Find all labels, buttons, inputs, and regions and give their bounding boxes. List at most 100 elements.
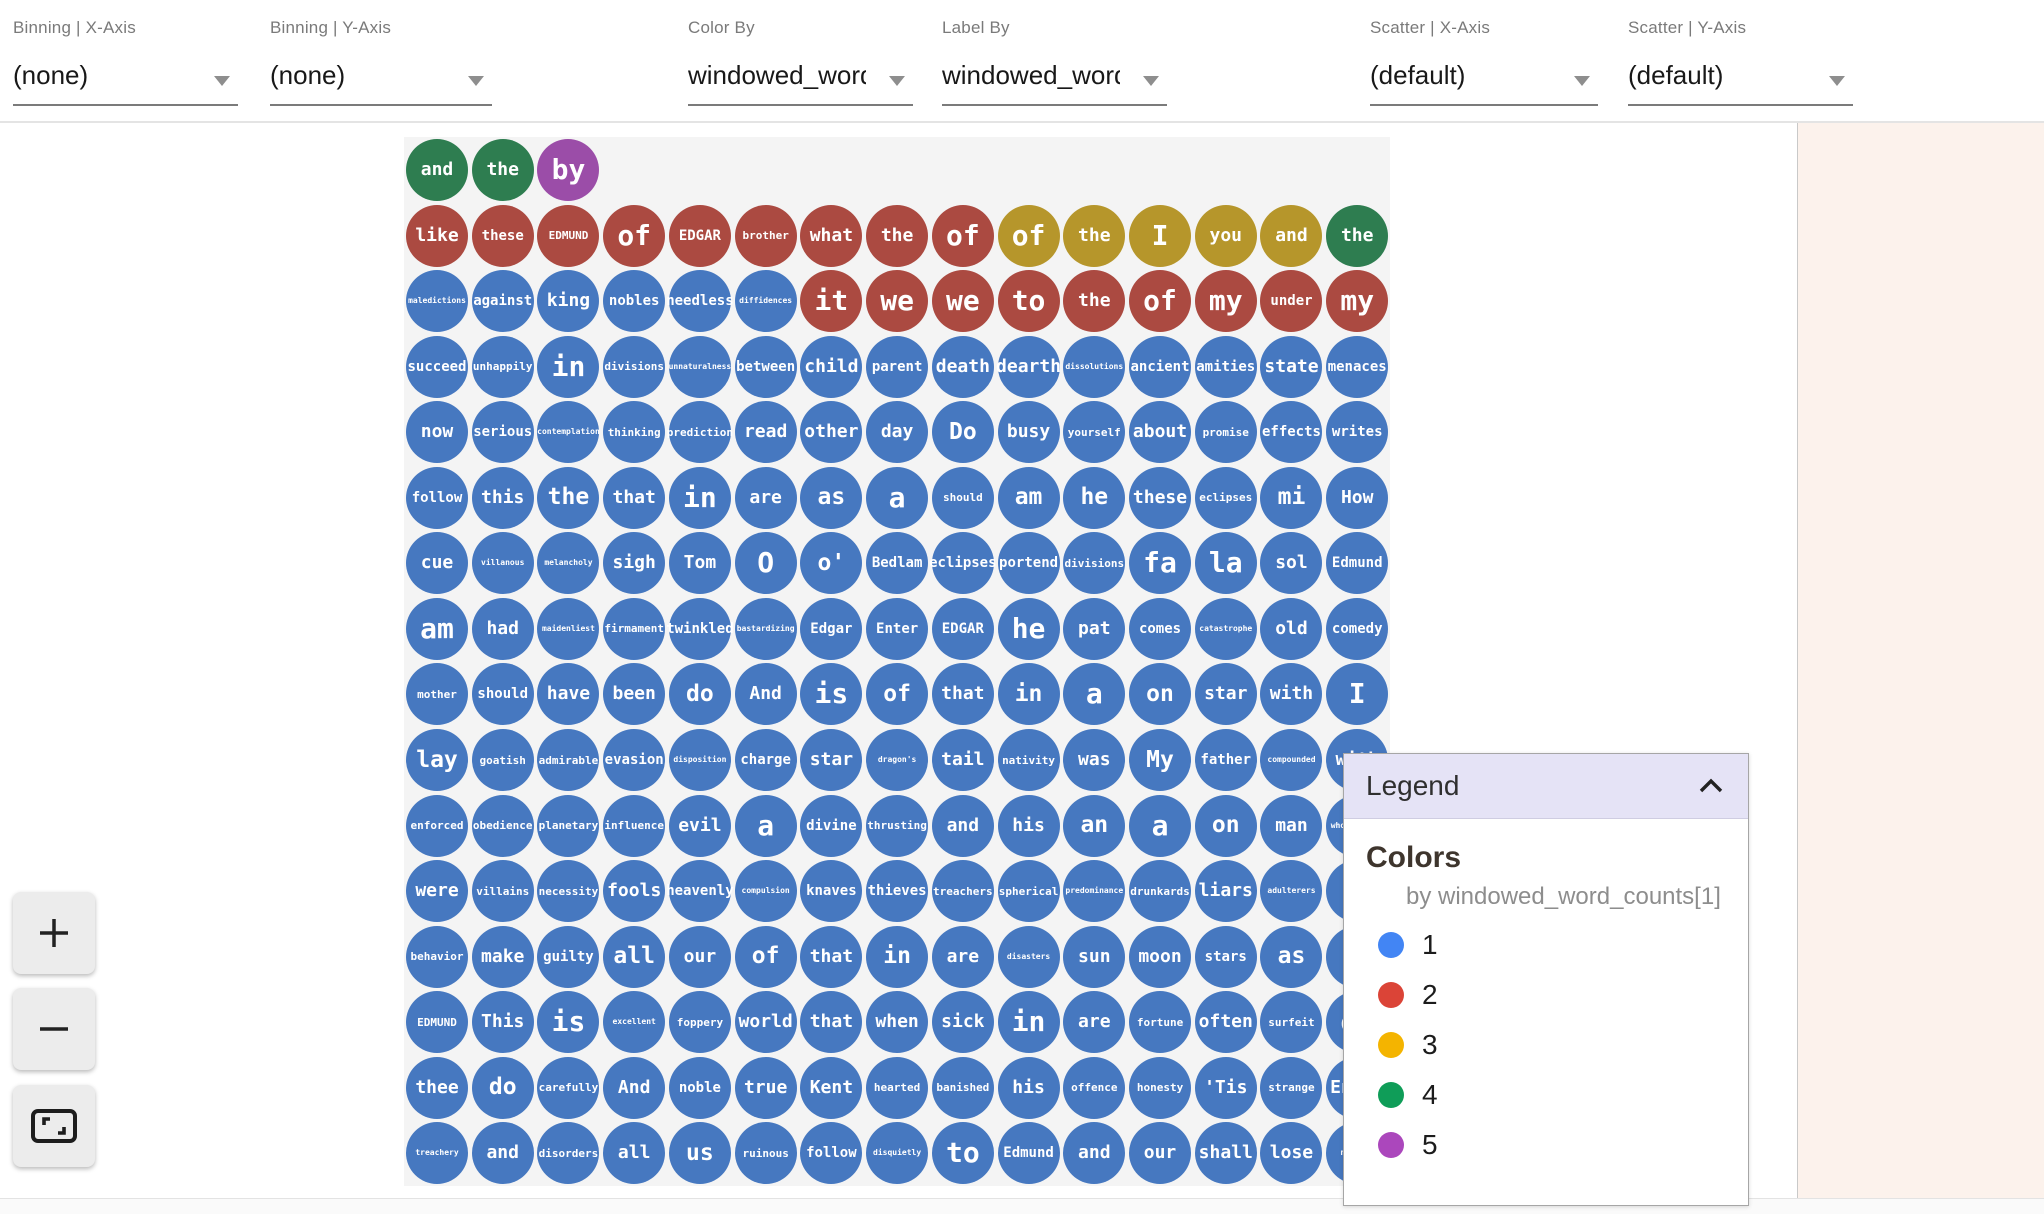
word-bubble[interactable]: thrusting bbox=[866, 794, 929, 857]
word-bubble[interactable]: obedience bbox=[471, 794, 534, 857]
word-bubble[interactable]: that bbox=[800, 925, 863, 988]
word-bubble[interactable]: we bbox=[931, 270, 994, 333]
word-bubble[interactable]: of bbox=[603, 204, 666, 267]
word-bubble[interactable]: bastardizing bbox=[734, 597, 797, 660]
word-bubble[interactable]: his bbox=[997, 1056, 1060, 1119]
word-bubble[interactable]: banished bbox=[931, 1056, 994, 1119]
word-bubble[interactable]: as bbox=[1260, 925, 1323, 988]
word-bubble[interactable]: have bbox=[537, 663, 600, 726]
word-bubble[interactable]: world bbox=[734, 991, 797, 1054]
word-bubble[interactable]: the bbox=[866, 204, 929, 267]
word-bubble[interactable]: of bbox=[1129, 270, 1192, 333]
word-bubble[interactable]: father bbox=[1194, 729, 1257, 792]
word-bubble[interactable]: that bbox=[603, 466, 666, 529]
word-bubble[interactable]: compulsion bbox=[734, 860, 797, 923]
word-bubble[interactable]: sun bbox=[1063, 925, 1126, 988]
word-bubble[interactable]: divisions bbox=[1063, 532, 1126, 595]
word-bubble[interactable]: often bbox=[1194, 991, 1257, 1054]
word-bubble[interactable]: prediction bbox=[667, 401, 733, 464]
word-bubble[interactable]: admirable bbox=[537, 729, 600, 792]
zoom-out-button[interactable] bbox=[13, 988, 95, 1070]
word-bubble[interactable]: 'Tis bbox=[1194, 1056, 1257, 1119]
word-bubble[interactable]: disorders bbox=[537, 1122, 600, 1185]
word-bubble[interactable]: all bbox=[603, 925, 666, 988]
legend-item[interactable]: 2 bbox=[1378, 979, 1748, 1011]
word-bubble[interactable]: comes bbox=[1129, 597, 1192, 660]
word-bubble[interactable]: goatish bbox=[471, 729, 534, 792]
zoom-in-button[interactable] bbox=[13, 892, 95, 974]
dropdown-color-by[interactable]: Color By windowed_word_counts[1] bbox=[688, 18, 913, 110]
word-bubble[interactable]: dissolutions bbox=[1063, 335, 1126, 398]
word-bubble[interactable]: and bbox=[1260, 204, 1323, 267]
word-bubble[interactable]: old bbox=[1260, 597, 1323, 660]
word-bubble[interactable]: EDMUND bbox=[406, 991, 468, 1054]
word-bubble[interactable]: a bbox=[1063, 663, 1126, 726]
word-bubble[interactable]: he bbox=[997, 597, 1060, 660]
word-bubble[interactable]: by bbox=[537, 139, 600, 201]
word-bubble[interactable]: comedy bbox=[1326, 597, 1389, 660]
word-bubble[interactable]: compounded bbox=[1260, 729, 1323, 792]
word-bubble[interactable]: EDGAR bbox=[668, 204, 731, 267]
word-bubble[interactable]: that bbox=[800, 991, 863, 1054]
word-bubble[interactable]: promise bbox=[1194, 401, 1257, 464]
legend-item[interactable]: 3 bbox=[1378, 1029, 1748, 1061]
word-bubble[interactable]: it bbox=[800, 270, 863, 333]
word-bubble[interactable]: follow bbox=[800, 1122, 863, 1185]
word-bubble[interactable]: of bbox=[734, 925, 797, 988]
word-bubble[interactable]: to bbox=[997, 270, 1060, 333]
word-bubble[interactable]: thee bbox=[406, 1056, 468, 1119]
word-bubble[interactable]: treachery bbox=[406, 1122, 468, 1185]
word-bubble[interactable]: parent bbox=[866, 335, 929, 398]
word-bubble[interactable]: twinkled bbox=[666, 597, 734, 660]
word-bubble[interactable]: amities bbox=[1194, 335, 1257, 398]
word-bubble[interactable]: am bbox=[406, 597, 468, 660]
word-bubble[interactable]: the bbox=[471, 139, 534, 201]
word-bubble[interactable]: contemplation bbox=[537, 401, 600, 464]
word-bubble[interactable]: mother bbox=[406, 663, 468, 726]
word-bubble[interactable]: evil bbox=[668, 794, 731, 857]
word-bubble[interactable]: we bbox=[866, 270, 929, 333]
word-bubble[interactable]: with bbox=[1260, 663, 1323, 726]
word-bubble[interactable]: star bbox=[1194, 663, 1257, 726]
word-bubble[interactable]: Edmund bbox=[1326, 532, 1389, 595]
word-bubble[interactable]: death bbox=[931, 335, 994, 398]
word-bubble[interactable]: our bbox=[668, 925, 731, 988]
word-bubble[interactable]: firmament bbox=[603, 597, 666, 660]
word-bubble[interactable]: of bbox=[866, 663, 929, 726]
word-bubble[interactable]: should bbox=[931, 466, 994, 529]
word-bubble[interactable]: I bbox=[1129, 204, 1192, 267]
word-bubble[interactable]: sigh bbox=[603, 532, 666, 595]
word-bubble[interactable]: enforced bbox=[406, 794, 468, 857]
word-bubble[interactable]: am bbox=[997, 466, 1060, 529]
word-bubble[interactable]: Do bbox=[931, 401, 994, 464]
word-bubble[interactable]: drunkards bbox=[1129, 860, 1192, 923]
word-bubble[interactable]: This bbox=[471, 991, 534, 1054]
word-bubble[interactable]: is bbox=[537, 991, 600, 1054]
word-bubble[interactable]: do bbox=[471, 1056, 534, 1119]
word-bubble[interactable]: when bbox=[866, 991, 929, 1054]
word-bubble[interactable]: my bbox=[1194, 270, 1257, 333]
dropdown-scatter-y-axis[interactable]: Scatter | Y-Axis (default) bbox=[1628, 18, 1853, 110]
word-bubble[interactable]: you bbox=[1194, 204, 1257, 267]
word-bubble[interactable]: fools bbox=[603, 860, 666, 923]
word-bubble[interactable]: predominance bbox=[1063, 860, 1126, 923]
word-bubble[interactable]: ruinous bbox=[734, 1122, 797, 1185]
word-bubble[interactable]: fortune bbox=[1129, 991, 1192, 1054]
word-bubble[interactable]: in bbox=[537, 335, 600, 398]
word-bubble[interactable]: lay bbox=[406, 729, 468, 792]
word-bubble[interactable]: busy bbox=[997, 401, 1060, 464]
word-bubble[interactable]: are bbox=[734, 466, 797, 529]
word-bubble[interactable]: brother bbox=[734, 204, 797, 267]
chevron-up-icon[interactable] bbox=[1696, 776, 1726, 796]
word-bubble[interactable]: of bbox=[931, 204, 994, 267]
word-bubble[interactable]: fa bbox=[1129, 532, 1192, 595]
word-bubble[interactable]: eclipses bbox=[929, 532, 997, 595]
word-bubble[interactable]: And bbox=[734, 663, 797, 726]
word-bubble[interactable]: needless bbox=[666, 270, 734, 333]
word-bubble[interactable]: thinking bbox=[603, 401, 666, 464]
word-bubble[interactable]: the bbox=[537, 466, 600, 529]
word-bubble[interactable]: effects bbox=[1260, 401, 1323, 464]
word-bubble[interactable]: read bbox=[734, 401, 797, 464]
word-bubble[interactable]: catastrophe bbox=[1194, 597, 1257, 660]
word-bubble[interactable]: yourself bbox=[1063, 401, 1126, 464]
